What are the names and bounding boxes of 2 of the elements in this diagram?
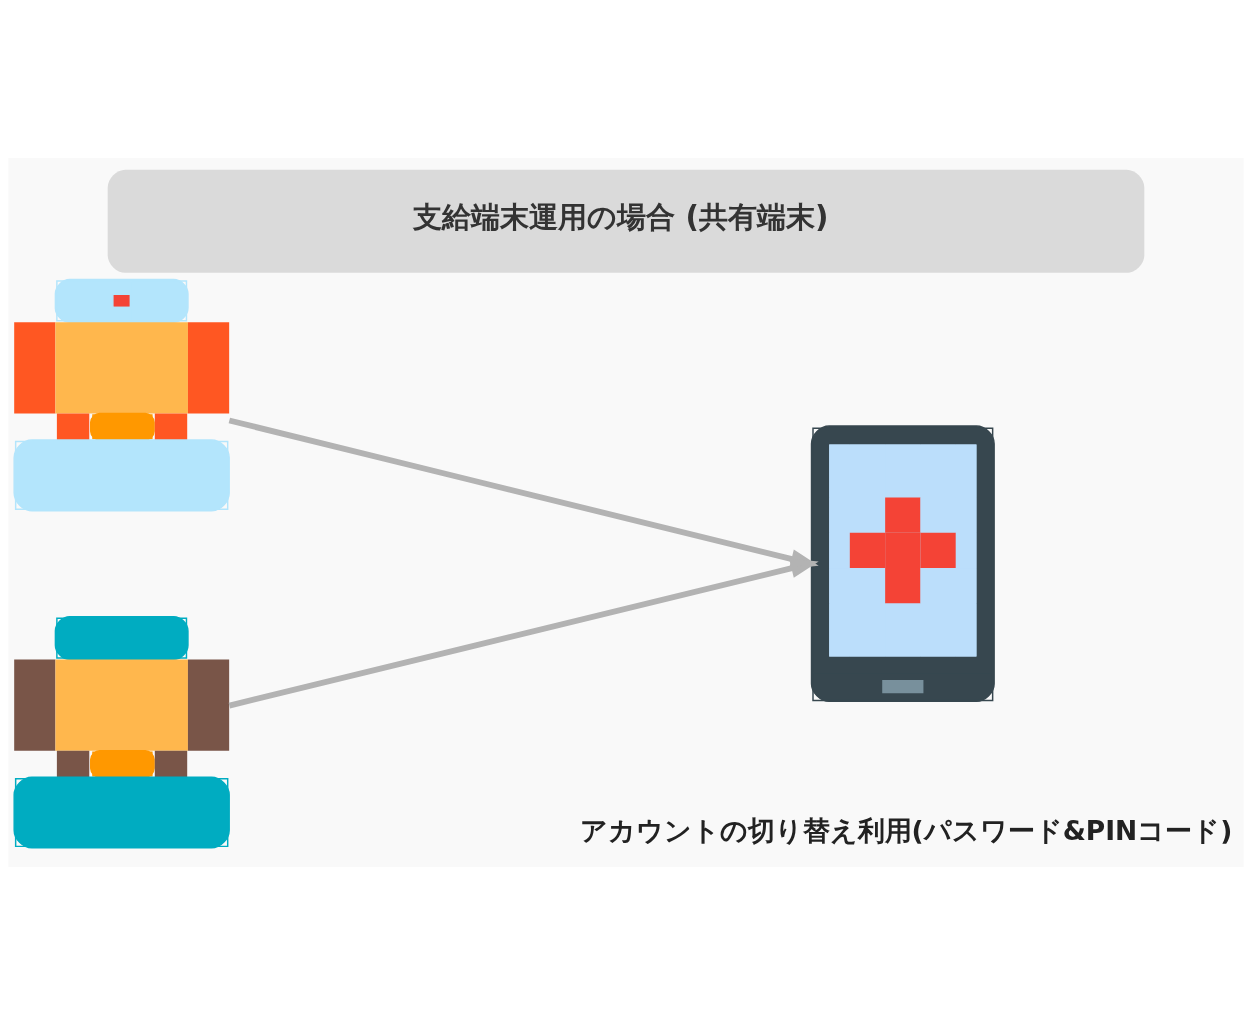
label: アカウントの切り替え利用(パスワード&PINコード) [579, 814, 1233, 846]
diagram-title: 支給端末運用の場合 (共有端末) [413, 199, 829, 234]
